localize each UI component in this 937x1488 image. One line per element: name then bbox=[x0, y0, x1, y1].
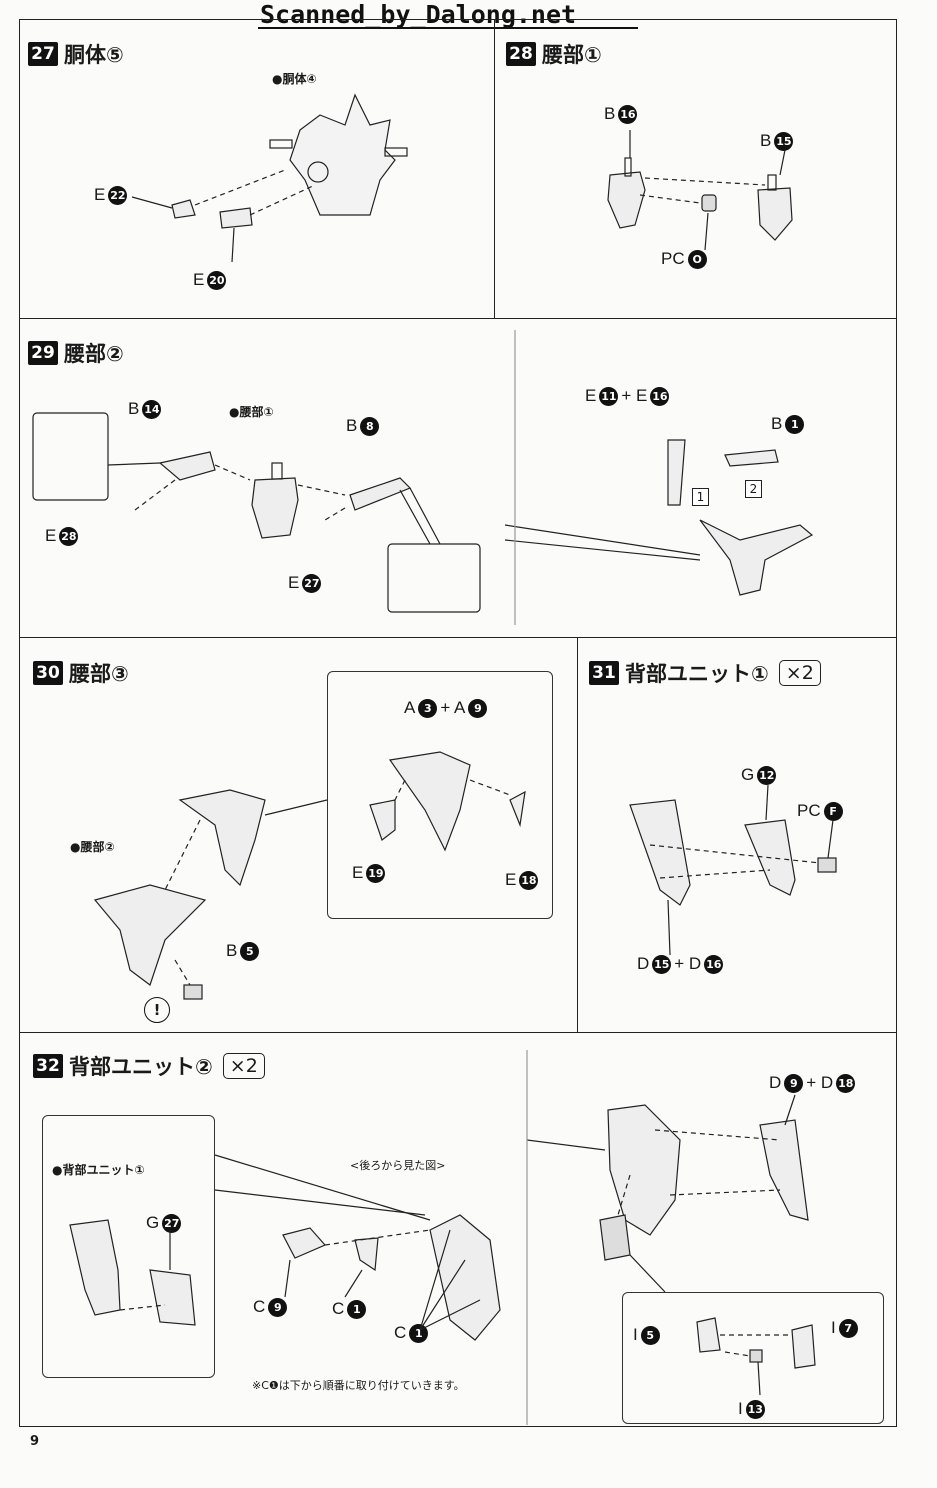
detail-inset bbox=[42, 1115, 215, 1378]
caution-icon: ! bbox=[144, 997, 170, 1023]
step-title: 胴体⑤ bbox=[64, 43, 124, 67]
detail-inset bbox=[327, 671, 553, 919]
step-number: 29 bbox=[28, 341, 58, 365]
step-32-header: 32 背部ユニット② ×2 bbox=[33, 1051, 265, 1081]
order-marker: 1 bbox=[692, 488, 709, 506]
quantity-box: ×2 bbox=[222, 1053, 265, 1079]
step-29-header: 29 腰部② bbox=[28, 338, 124, 368]
detail-inset bbox=[622, 1292, 884, 1424]
watermark: Scanned_by_Dalong.net bbox=[260, 0, 577, 29]
page-number: 9 bbox=[30, 1434, 40, 1449]
step-number: 27 bbox=[28, 42, 58, 66]
step-number: 30 bbox=[33, 661, 63, 685]
order-marker: 2 bbox=[745, 480, 762, 498]
step-number: 32 bbox=[33, 1054, 63, 1078]
step-title: 腰部② bbox=[64, 342, 124, 366]
step-31-header: 31 背部ユニット① ×2 bbox=[589, 658, 821, 688]
ref-label: ●腰部② bbox=[70, 840, 115, 854]
step-number: 28 bbox=[506, 42, 536, 66]
step-30-header: 30 腰部③ bbox=[33, 658, 129, 688]
step-title: 腰部① bbox=[542, 43, 602, 67]
step-title: 腰部③ bbox=[69, 662, 129, 686]
step-title: 背部ユニット② bbox=[69, 1055, 213, 1079]
step-27-header: 27 胴体⑤ bbox=[28, 39, 124, 69]
step-number: 31 bbox=[589, 661, 619, 685]
quantity-box: ×2 bbox=[778, 660, 821, 686]
step-28-header: 28 腰部① bbox=[506, 39, 602, 69]
panel-step-32 bbox=[19, 1032, 897, 1427]
step-title: 背部ユニット① bbox=[625, 662, 769, 686]
watermark-underline bbox=[258, 27, 638, 29]
ref-label: ●腰部① bbox=[229, 405, 274, 419]
ref-label: ●胴体④ bbox=[272, 72, 317, 86]
view-note: <後ろから見た図> bbox=[350, 1159, 446, 1172]
ref-label: ●背部ユニット① bbox=[52, 1163, 145, 1177]
footnote: ※C❶は下から順番に取り付けていきます。 bbox=[252, 1379, 465, 1392]
